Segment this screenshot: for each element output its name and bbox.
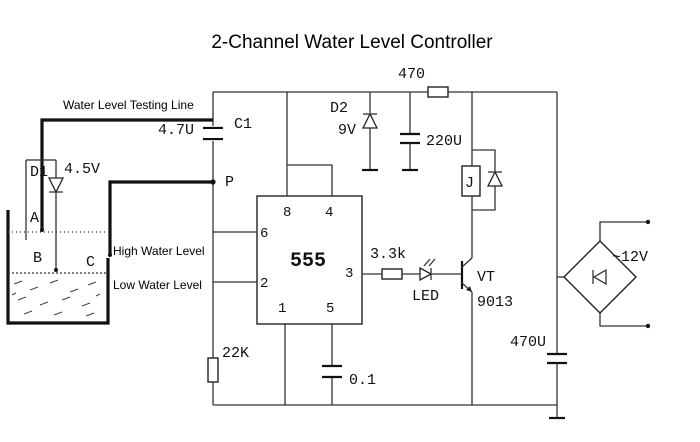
water-texture: [11, 279, 101, 317]
c-220u-label: 220U: [426, 133, 462, 150]
c1-value-label: 4.7U: [158, 122, 194, 139]
c-0-1-label: 0.1: [349, 372, 376, 389]
vt-label: VT: [477, 269, 495, 286]
high-level-label: High Water Level: [113, 244, 205, 258]
water-tank: [6, 210, 110, 325]
low-level-label: Low Water Level: [113, 278, 202, 292]
probe-c-dot: [108, 253, 112, 257]
diode-d1: [25, 159, 65, 270]
probe-a-dot: [40, 228, 44, 232]
resistor-3-3k: [381, 268, 403, 280]
resistor-22k: [207, 357, 219, 383]
capacitor-470u: [547, 92, 567, 405]
pin-6-label: 6: [260, 226, 268, 242]
pin-3-label: 3: [345, 266, 353, 282]
probe-b-dot: [54, 268, 58, 272]
capacitor-0-1: [322, 364, 342, 379]
testing-line-label: Water Level Testing Line: [63, 98, 194, 112]
pin-1-label: 1: [278, 301, 286, 317]
probe-a-label: A: [30, 210, 39, 227]
ic-555: [256, 195, 363, 325]
top-rail: [213, 86, 557, 98]
node-p-label: P: [225, 174, 234, 191]
bridge-rectifier: [557, 219, 651, 329]
vt-value-label: 9013: [477, 294, 513, 311]
pin-5-label: 5: [326, 301, 334, 317]
ic-555-label: 555: [290, 250, 326, 273]
d1-label: D1: [30, 164, 48, 181]
zener-d2: [361, 92, 379, 172]
pin-2-label: 2: [260, 276, 268, 292]
resistor-3-3k-label: 3.3k: [370, 246, 406, 263]
relay-j: [461, 92, 504, 258]
c1-label: C1: [234, 116, 252, 133]
capacitor-220u: [400, 92, 420, 172]
probe-b-label: B: [33, 250, 42, 267]
relay-label: J: [465, 175, 474, 192]
resistor-22k-label: 22K: [222, 345, 249, 362]
transistor-vt: [460, 257, 473, 405]
supply-label: ~12V: [612, 249, 648, 266]
testing-line: [40, 118, 213, 255]
d2-value-label: 9V: [338, 122, 356, 139]
diagram-title: 2-Channel Water Level Controller: [211, 32, 493, 53]
led-label: LED: [412, 288, 439, 305]
resistor-470-label: 470: [398, 66, 425, 83]
d2-label: D2: [330, 100, 348, 117]
led: [402, 258, 462, 282]
probe-c-label: C: [86, 254, 95, 271]
resistor-470: [427, 86, 449, 98]
capacitor-c1: [203, 126, 223, 141]
pin-8-label: 8: [283, 205, 291, 221]
c-470u-label: 470U: [510, 334, 546, 351]
ic-wiring: [213, 92, 382, 405]
d1-value-label: 4.5V: [64, 161, 100, 178]
pin-4-label: 4: [325, 205, 333, 221]
